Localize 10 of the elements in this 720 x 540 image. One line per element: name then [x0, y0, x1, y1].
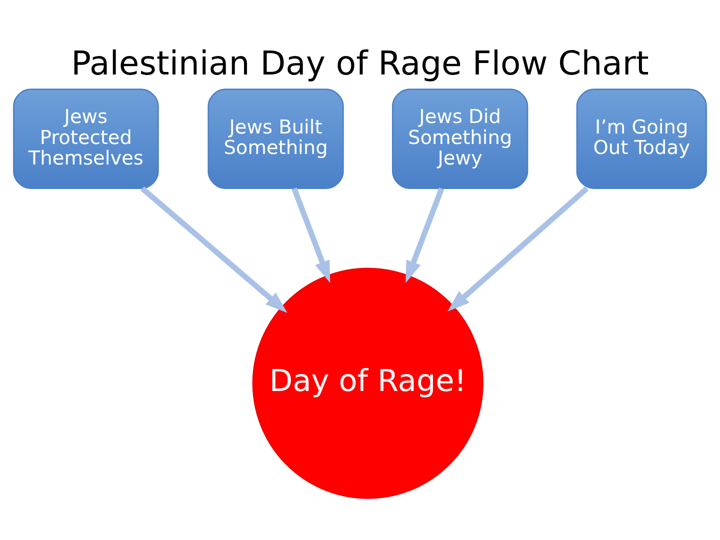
- node-box: Jews Did Something Jewy: [392, 88, 528, 188]
- arrow: [448, 186, 589, 312]
- arrow: [292, 187, 330, 282]
- node-circle: Day of Rage!: [252, 267, 484, 498]
- diagram-title: Palestinian Day of Rage Flow Chart: [71, 42, 649, 82]
- arrow: [406, 187, 444, 282]
- node-box: Jews Protected Themselves: [13, 88, 159, 188]
- node-box: Jews Built Something: [208, 88, 344, 188]
- node-box: I’m Going Out Today: [576, 88, 707, 188]
- arrow: [140, 186, 288, 312]
